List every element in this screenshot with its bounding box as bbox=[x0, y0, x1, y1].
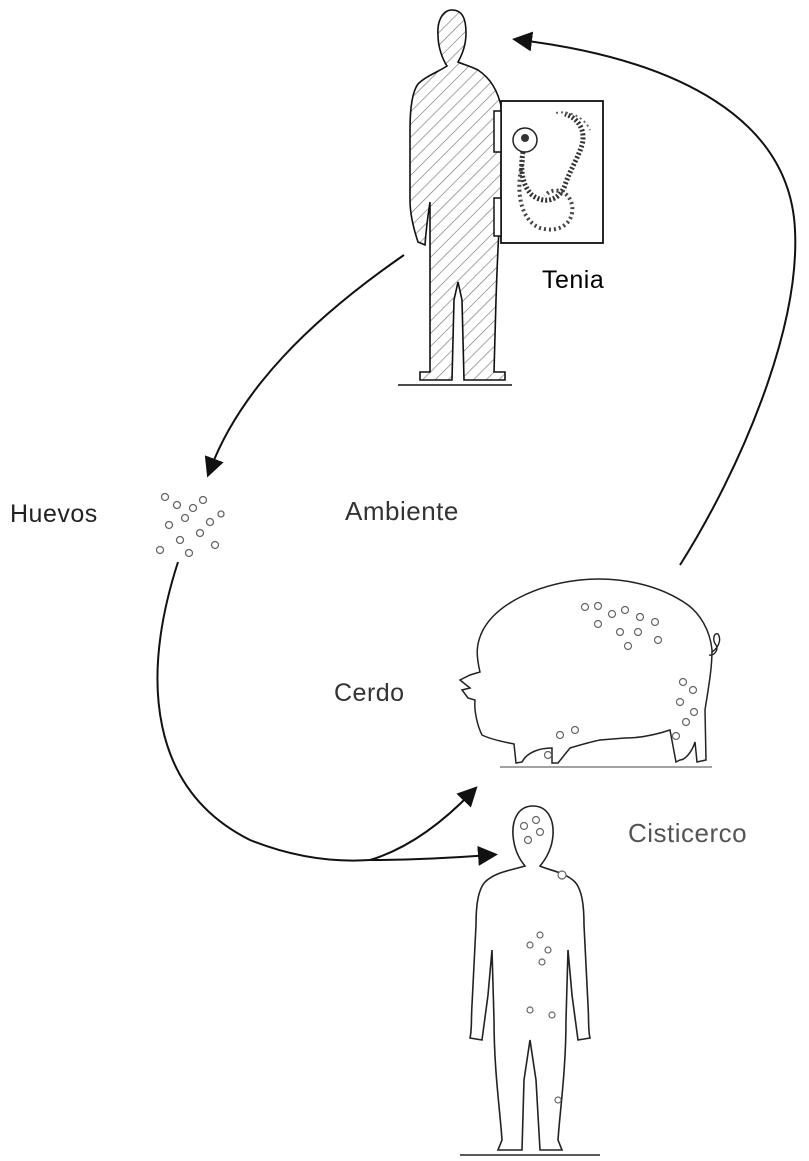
arrow-to-pig bbox=[370, 792, 472, 860]
cerdo-label: Cerdo bbox=[334, 679, 405, 708]
pig-figure bbox=[460, 579, 720, 767]
arrow-to-human bbox=[370, 855, 490, 860]
arrow-eggs-to-hosts bbox=[158, 562, 370, 861]
cisticerco-label: Cisticerco bbox=[628, 818, 747, 849]
arrow-human-to-eggs bbox=[210, 255, 404, 470]
tapeworm-card bbox=[494, 101, 603, 243]
cysticercosis-human-figure bbox=[460, 806, 600, 1155]
tenia-label: Tenia bbox=[542, 266, 604, 295]
huevos-label: Huevos bbox=[10, 500, 98, 529]
ambiente-label: Ambiente bbox=[345, 496, 459, 527]
eggs-cluster bbox=[157, 494, 225, 557]
infected-human-figure bbox=[398, 10, 603, 385]
